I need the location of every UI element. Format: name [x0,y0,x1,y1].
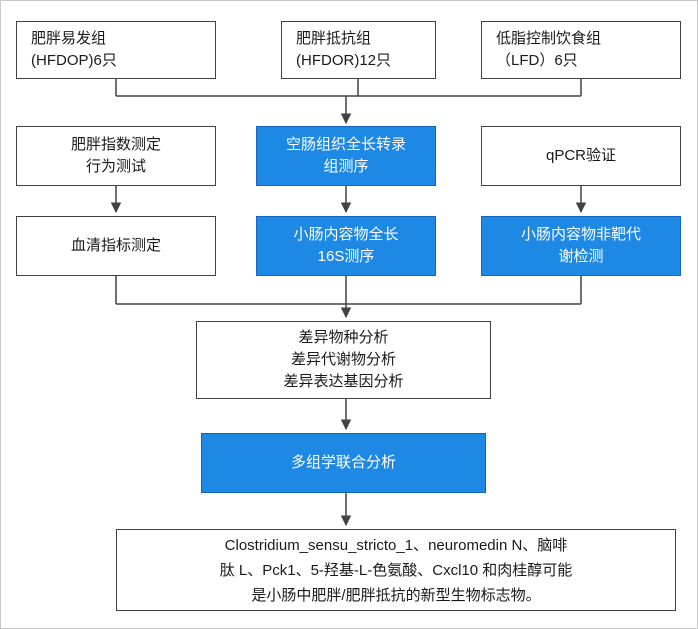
text-line: （LFD）6只 [496,52,578,69]
text-line: 组测序 [323,158,369,175]
text-line: 小肠内容物非靶代 [520,226,641,243]
node-full-length-16s-seq: 小肠内容物全长 16S测序 [256,216,436,276]
text-line: (HFDOR)12只 [296,52,392,69]
node-conclusion-biomarkers: Clostridium_sensu_stricto_1、neuromedin N… [116,529,676,611]
text-line: 差异表达基因分析 [283,373,404,390]
text-line: 16S测序 [317,248,375,265]
text-line: 低脂控制饮食组 [496,30,602,47]
node-serum-indicators: 血清指标测定 [16,216,216,276]
node-differential-analysis: 差异物种分析 差异代谢物分析 差异表达基因分析 [196,321,491,399]
text-line: (HFDOP)6只 [31,52,117,69]
text-line: Clostridium_sensu_stricto_1、neuromedin N… [224,536,568,554]
node-hfdor-group: 肥胖抵抗组 (HFDOR)12只 [281,21,436,79]
text-line: 肽 L、Pck1、5-羟基-L-色氨酸、Cxcl10 和肉桂醇可能 [219,561,573,579]
text-line: 血清指标测定 [70,237,161,254]
text-line: qPCR验证 [545,147,616,164]
text-line: 空肠组织全长转录 [285,136,406,153]
text-line: 差异物种分析 [298,329,389,346]
node-hfdop-group: 肥胖易发组 (HFDOP)6只 [16,21,216,79]
text-line: 差异代谢物分析 [290,351,396,368]
node-lfd-group: 低脂控制饮食组 （LFD）6只 [481,21,681,79]
text-line: 肥胖指数测定 [70,136,161,153]
node-qpcr-validation: qPCR验证 [481,126,681,186]
node-untargeted-metabolomics: 小肠内容物非靶代 谢检测 [481,216,681,276]
text-line: 肥胖易发组 [31,30,107,47]
node-obesity-index-behavior: 肥胖指数测定 行为测试 [16,126,216,186]
text-line: 多组学联合分析 [290,454,396,471]
text-line: 肥胖抵抗组 [296,30,372,47]
text-line: 谢检测 [558,248,604,265]
node-jejunum-transcriptome-seq: 空肠组织全长转录 组测序 [256,126,436,186]
node-multi-omics-analysis: 多组学联合分析 [201,433,486,493]
text-line: 是小肠中肥胖/肥胖抵抗的新型生物标志物。 [251,586,541,604]
text-line: 行为测试 [85,158,146,175]
text-line: 小肠内容物全长 [293,226,399,243]
